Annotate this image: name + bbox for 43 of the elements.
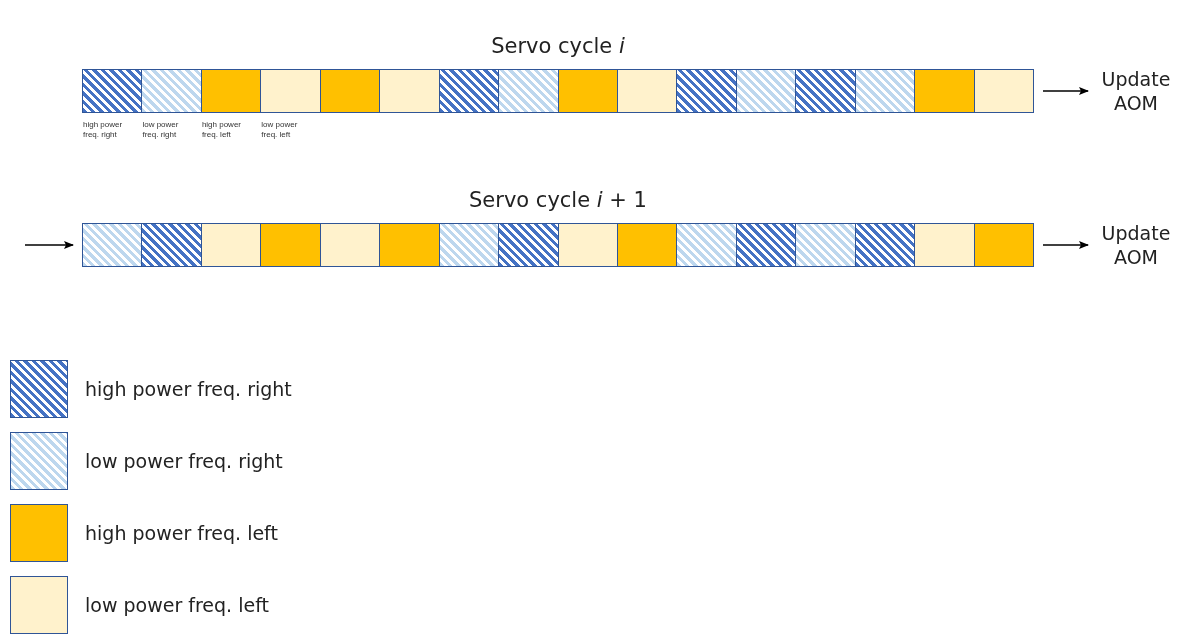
slot-box (83, 224, 142, 266)
slot-caption: high power freq. right (83, 120, 124, 140)
slot-box (379, 70, 439, 112)
slot-box (676, 224, 736, 266)
slot-box (795, 70, 855, 112)
slot-box (557, 224, 617, 266)
slot-caption: low power freq. left (261, 120, 299, 140)
slot-caption: low power freq. right (142, 120, 180, 140)
slot-box (498, 224, 558, 266)
legend-label: high power freq. right (85, 376, 292, 402)
arrow (1042, 241, 1089, 249)
slot-box (735, 70, 796, 112)
slot-box (498, 70, 558, 112)
slot-box (854, 224, 915, 266)
slot-box (616, 224, 677, 266)
cycle-title: Servo cycle i (491, 32, 625, 60)
update-label: Update AOM (1090, 221, 1182, 269)
slot-box (616, 70, 677, 112)
legend-label: high power freq. left (85, 520, 278, 546)
arrow (1042, 87, 1089, 95)
update-label: Update AOM (1090, 67, 1182, 115)
arrow (24, 241, 74, 249)
slot-box (973, 224, 1033, 266)
slot-box (438, 70, 499, 112)
slot-box (319, 224, 380, 266)
slot-box (260, 224, 320, 266)
slot-box (200, 224, 261, 266)
slot-box (379, 224, 439, 266)
slot-box (914, 70, 974, 112)
slot-box (973, 70, 1033, 112)
slot-box (914, 224, 974, 266)
slot-box (141, 224, 201, 266)
slot-box (854, 70, 915, 112)
slot-caption: high power freq. left (201, 120, 242, 140)
legend-label: low power freq. left (85, 592, 269, 618)
slot-box (795, 224, 855, 266)
slot-box (319, 70, 380, 112)
legend-label: low power freq. right (85, 448, 283, 474)
slot-box (557, 70, 617, 112)
cycle-title: Servo cycle i + 1 (469, 186, 647, 214)
slot-box (735, 224, 796, 266)
slot-box (676, 70, 736, 112)
slot-box (438, 224, 499, 266)
